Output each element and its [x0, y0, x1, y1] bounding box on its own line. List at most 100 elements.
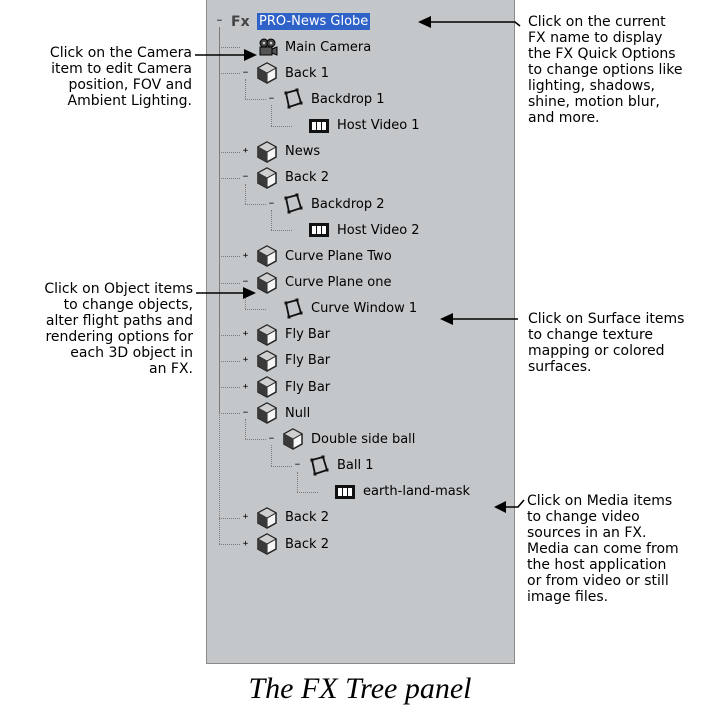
tree-connector-vertical: [271, 105, 272, 126]
tree-connector-horizontal: [219, 334, 240, 336]
tree-item-host-video-1[interactable]: Host Video 1: [293, 114, 422, 138]
tree-item-curve-window-1[interactable]: Curve Window 1: [267, 297, 419, 321]
tree-item-label: Back 2: [285, 536, 329, 552]
object-icon: [282, 428, 304, 451]
tree-item-label: Fly Bar: [285, 353, 331, 369]
tree-item-label: Fly Bar: [285, 327, 331, 343]
annotation-camera: Click on the Camera item to edit Camera …: [49, 45, 192, 109]
tree-item-pro-news-globe[interactable]: −Fx PRO-News Globe: [215, 9, 371, 33]
tree-connector-horizontal: [219, 517, 240, 519]
tree-item-curve-plane-one[interactable]: −Curve Plane one: [241, 271, 393, 295]
tree-connector-horizontal: [219, 177, 240, 179]
collapse-icon[interactable]: −: [268, 93, 275, 104]
collapse-icon[interactable]: −: [294, 460, 301, 471]
tree-item-label: Null: [285, 405, 311, 421]
tree-item-double-side-ball[interactable]: − Double side ball: [267, 427, 417, 451]
tree-item-host-video-2[interactable]: Host Video 2: [293, 218, 422, 242]
tree-item-label: PRO-News Globe: [257, 12, 371, 30]
object-icon: [256, 167, 278, 189]
tree-item-back-2[interactable]: + Back 2: [241, 532, 331, 556]
tree-item-fly-bar[interactable]: +Fly Bar: [241, 375, 332, 399]
object-icon: [256, 62, 278, 85]
tree-item-label: Ball 1: [337, 458, 374, 474]
collapse-icon[interactable]: −: [268, 198, 275, 209]
tree-connector-horizontal: [219, 387, 240, 389]
tree-connector-horizontal: [219, 151, 240, 153]
tree-item-label: News: [285, 144, 321, 160]
surface-icon: [282, 88, 304, 110]
tree-item-ball-1[interactable]: − Ball 1: [293, 454, 376, 478]
tree-item-label: Curve Window 1: [311, 301, 418, 317]
tree-item-null[interactable]: − Null: [241, 401, 312, 425]
tree-item-fly-bar[interactable]: + Fly Bar: [241, 323, 332, 347]
surface-icon: [308, 455, 330, 477]
svg-text:Fx: Fx: [231, 14, 250, 30]
surface-icon: [282, 193, 304, 215]
expand-icon[interactable]: +: [242, 329, 249, 340]
tree-item-news[interactable]: + News: [241, 140, 322, 164]
tree-item-main-camera[interactable]: Main Camera: [241, 35, 373, 59]
expand-icon[interactable]: +: [242, 250, 249, 261]
expand-icon[interactable]: +: [242, 538, 249, 549]
tree-item-label: Backdrop 1: [311, 91, 385, 107]
tree-item-label: Back 2: [285, 510, 329, 526]
collapse-icon[interactable]: −: [242, 67, 249, 78]
expand-icon[interactable]: +: [242, 146, 249, 157]
arrow-media-head: [494, 501, 506, 513]
expand-icon[interactable]: +: [242, 512, 249, 523]
expand-icon[interactable]: +: [242, 355, 249, 366]
tree-item-label: earth-land-mask: [363, 484, 471, 500]
media-icon: [334, 481, 356, 503]
surface-icon: [282, 298, 304, 320]
tree-connector-horizontal: [219, 73, 240, 75]
object-icon: [256, 245, 278, 268]
tree-item-fly-bar[interactable]: + Fly Bar: [241, 349, 332, 373]
arrow-media-line: [505, 499, 525, 508]
arrow-object-head: [243, 287, 256, 299]
tree-connector-horizontal: [219, 282, 240, 284]
tree-item-label: Double side ball: [311, 431, 416, 447]
object-icon: [256, 533, 278, 555]
collapse-icon[interactable]: −: [242, 407, 249, 418]
annotation-fx-name: Click on the current FX name to display …: [528, 14, 683, 126]
expand-icon[interactable]: +: [242, 381, 249, 392]
media-icon: [308, 219, 330, 241]
object-icon: [256, 140, 278, 163]
annotation-surface: Click on Surface items to change texture…: [528, 311, 685, 375]
tree-item-backdrop-2[interactable]: −Backdrop 2: [267, 192, 386, 216]
tree-connector-vertical: [271, 210, 272, 231]
tree-connector-horizontal: [271, 465, 292, 467]
object-icon: [256, 376, 278, 398]
collapse-icon[interactable]: −: [242, 277, 249, 287]
tree-connector-horizontal: [245, 308, 266, 310]
tree-connector-horizontal: [271, 125, 292, 127]
tree-connector-vertical: [271, 445, 272, 466]
object-icon: [256, 323, 278, 346]
tree-connector-horizontal: [219, 360, 240, 362]
tree-connector-vertical: [245, 79, 246, 100]
tree-connector-horizontal: [219, 47, 240, 49]
tree-connector-horizontal: [245, 204, 266, 206]
arrow-surface-head: [440, 313, 453, 325]
tree-connector-vertical: [245, 183, 246, 205]
tree-connector-vertical: [245, 288, 246, 309]
tree-item-back-2[interactable]: + Back 2: [241, 506, 331, 530]
arrow-camera-head: [244, 49, 257, 61]
tree-item-backdrop-1[interactable]: − Backdrop 1: [267, 87, 386, 111]
tree-item-curve-plane-two[interactable]: + Curve Plane Two: [241, 244, 394, 268]
object-icon: [256, 350, 278, 372]
tree-item-back-1[interactable]: −Back 1: [241, 61, 331, 85]
collapse-icon[interactable]: −: [216, 15, 223, 26]
tree-item-label: Curve Plane Two: [285, 248, 392, 264]
arrow-fx-head: [418, 16, 431, 28]
tree-item-label: Host Video 2: [337, 222, 420, 238]
fx-icon: Fx: [230, 10, 252, 32]
tree-item-back-2[interactable]: −Back 2: [241, 166, 331, 190]
object-icon: [256, 271, 278, 294]
collapse-icon[interactable]: −: [242, 172, 249, 183]
object-icon: [256, 402, 278, 425]
tree-item-earth-land-mask[interactable]: earth-land-mask: [319, 480, 472, 504]
collapse-icon[interactable]: −: [268, 433, 275, 444]
